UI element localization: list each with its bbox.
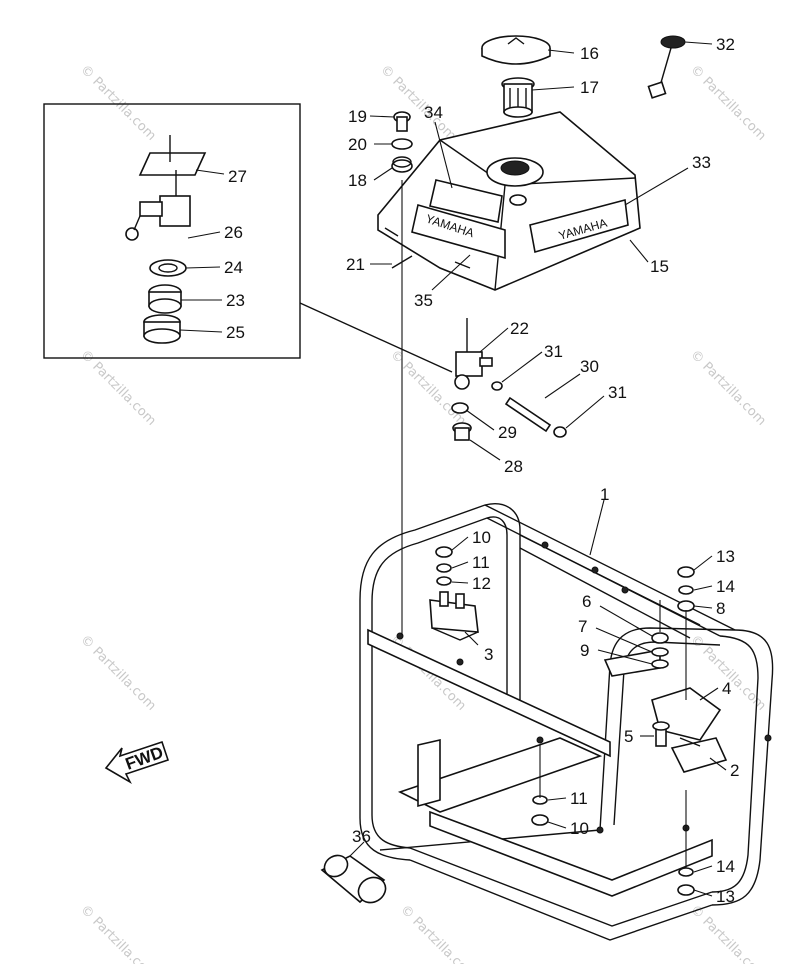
callout-6: 6 [582,592,591,611]
callout-32: 32 [716,35,735,54]
callout-13: 13 [716,547,735,566]
watermark: © Partzilla.com [77,62,159,144]
callout-13: 13 [716,887,735,906]
callout-28: 28 [504,457,523,476]
callout-35: 35 [414,291,433,310]
assembly-lines [401,180,687,868]
leader-lines [349,41,727,897]
watermark: © Partzilla.com [687,902,769,964]
callout-29: 29 [498,423,517,442]
watermark: © Partzilla.com [687,62,769,144]
callout-31: 31 [608,383,627,402]
fuel-cap [481,35,551,65]
callout-5: 5 [624,727,633,746]
tank-bolt-stack [391,111,413,173]
callout-30: 30 [580,357,599,376]
callout-9: 9 [580,641,589,660]
bracket-2 [531,566,728,896]
callout-17: 17 [580,78,599,97]
callout-2: 2 [730,761,739,780]
callout-15: 15 [650,257,669,276]
fuel-tank: YAMAHA YAMAHA [377,111,641,291]
fwd-label: FWD [123,743,166,774]
callout-11: 11 [472,553,490,572]
callout-24: 24 [224,258,243,277]
bracket-3 [429,546,479,641]
callout-7: 7 [578,617,587,636]
callout-21: 21 [346,255,365,274]
watermark: © Partzilla.com [77,347,159,429]
fwd-arrow: FWD [104,740,170,785]
callout-8: 8 [716,599,725,618]
fuel-cock-inset [43,103,453,373]
fuel-cock [451,318,567,441]
tubular-frame [359,503,774,941]
callout-26: 26 [224,223,243,242]
callout-4: 4 [722,679,731,698]
fuel-gauge [647,35,686,99]
callout-16: 16 [580,44,599,63]
callout-10: 10 [570,819,589,838]
callout-10: 10 [472,528,491,547]
callout-14: 14 [716,857,735,876]
callout-33: 33 [692,153,711,172]
callout-27: 27 [228,167,247,186]
callout-1: 1 [600,485,609,504]
callout-31: 31 [544,342,563,361]
callout-3: 3 [484,645,493,664]
watermark: © Partzilla.com [687,347,769,429]
callout-19: 19 [348,107,367,126]
callout-34: 34 [424,103,443,122]
callout-labels: 16 17 32 33 15 34 19 20 18 21 35 22 31 3… [224,35,739,906]
callout-18: 18 [348,171,367,190]
fuel-strainer [501,77,535,118]
callout-23: 23 [226,291,245,310]
callout-14: 14 [716,577,735,596]
watermark: © Partzilla.com [77,632,159,714]
callout-36: 36 [352,827,371,846]
watermark: © Partzilla.com [397,902,479,964]
callout-11: 11 [570,789,588,808]
callout-25: 25 [226,323,245,342]
watermark: © Partzilla.com [77,902,159,964]
callout-22: 22 [510,319,529,338]
watermark: © Partzilla.com [377,62,459,144]
callout-20: 20 [348,135,367,154]
grommet [320,854,387,904]
callout-12: 12 [472,574,491,593]
